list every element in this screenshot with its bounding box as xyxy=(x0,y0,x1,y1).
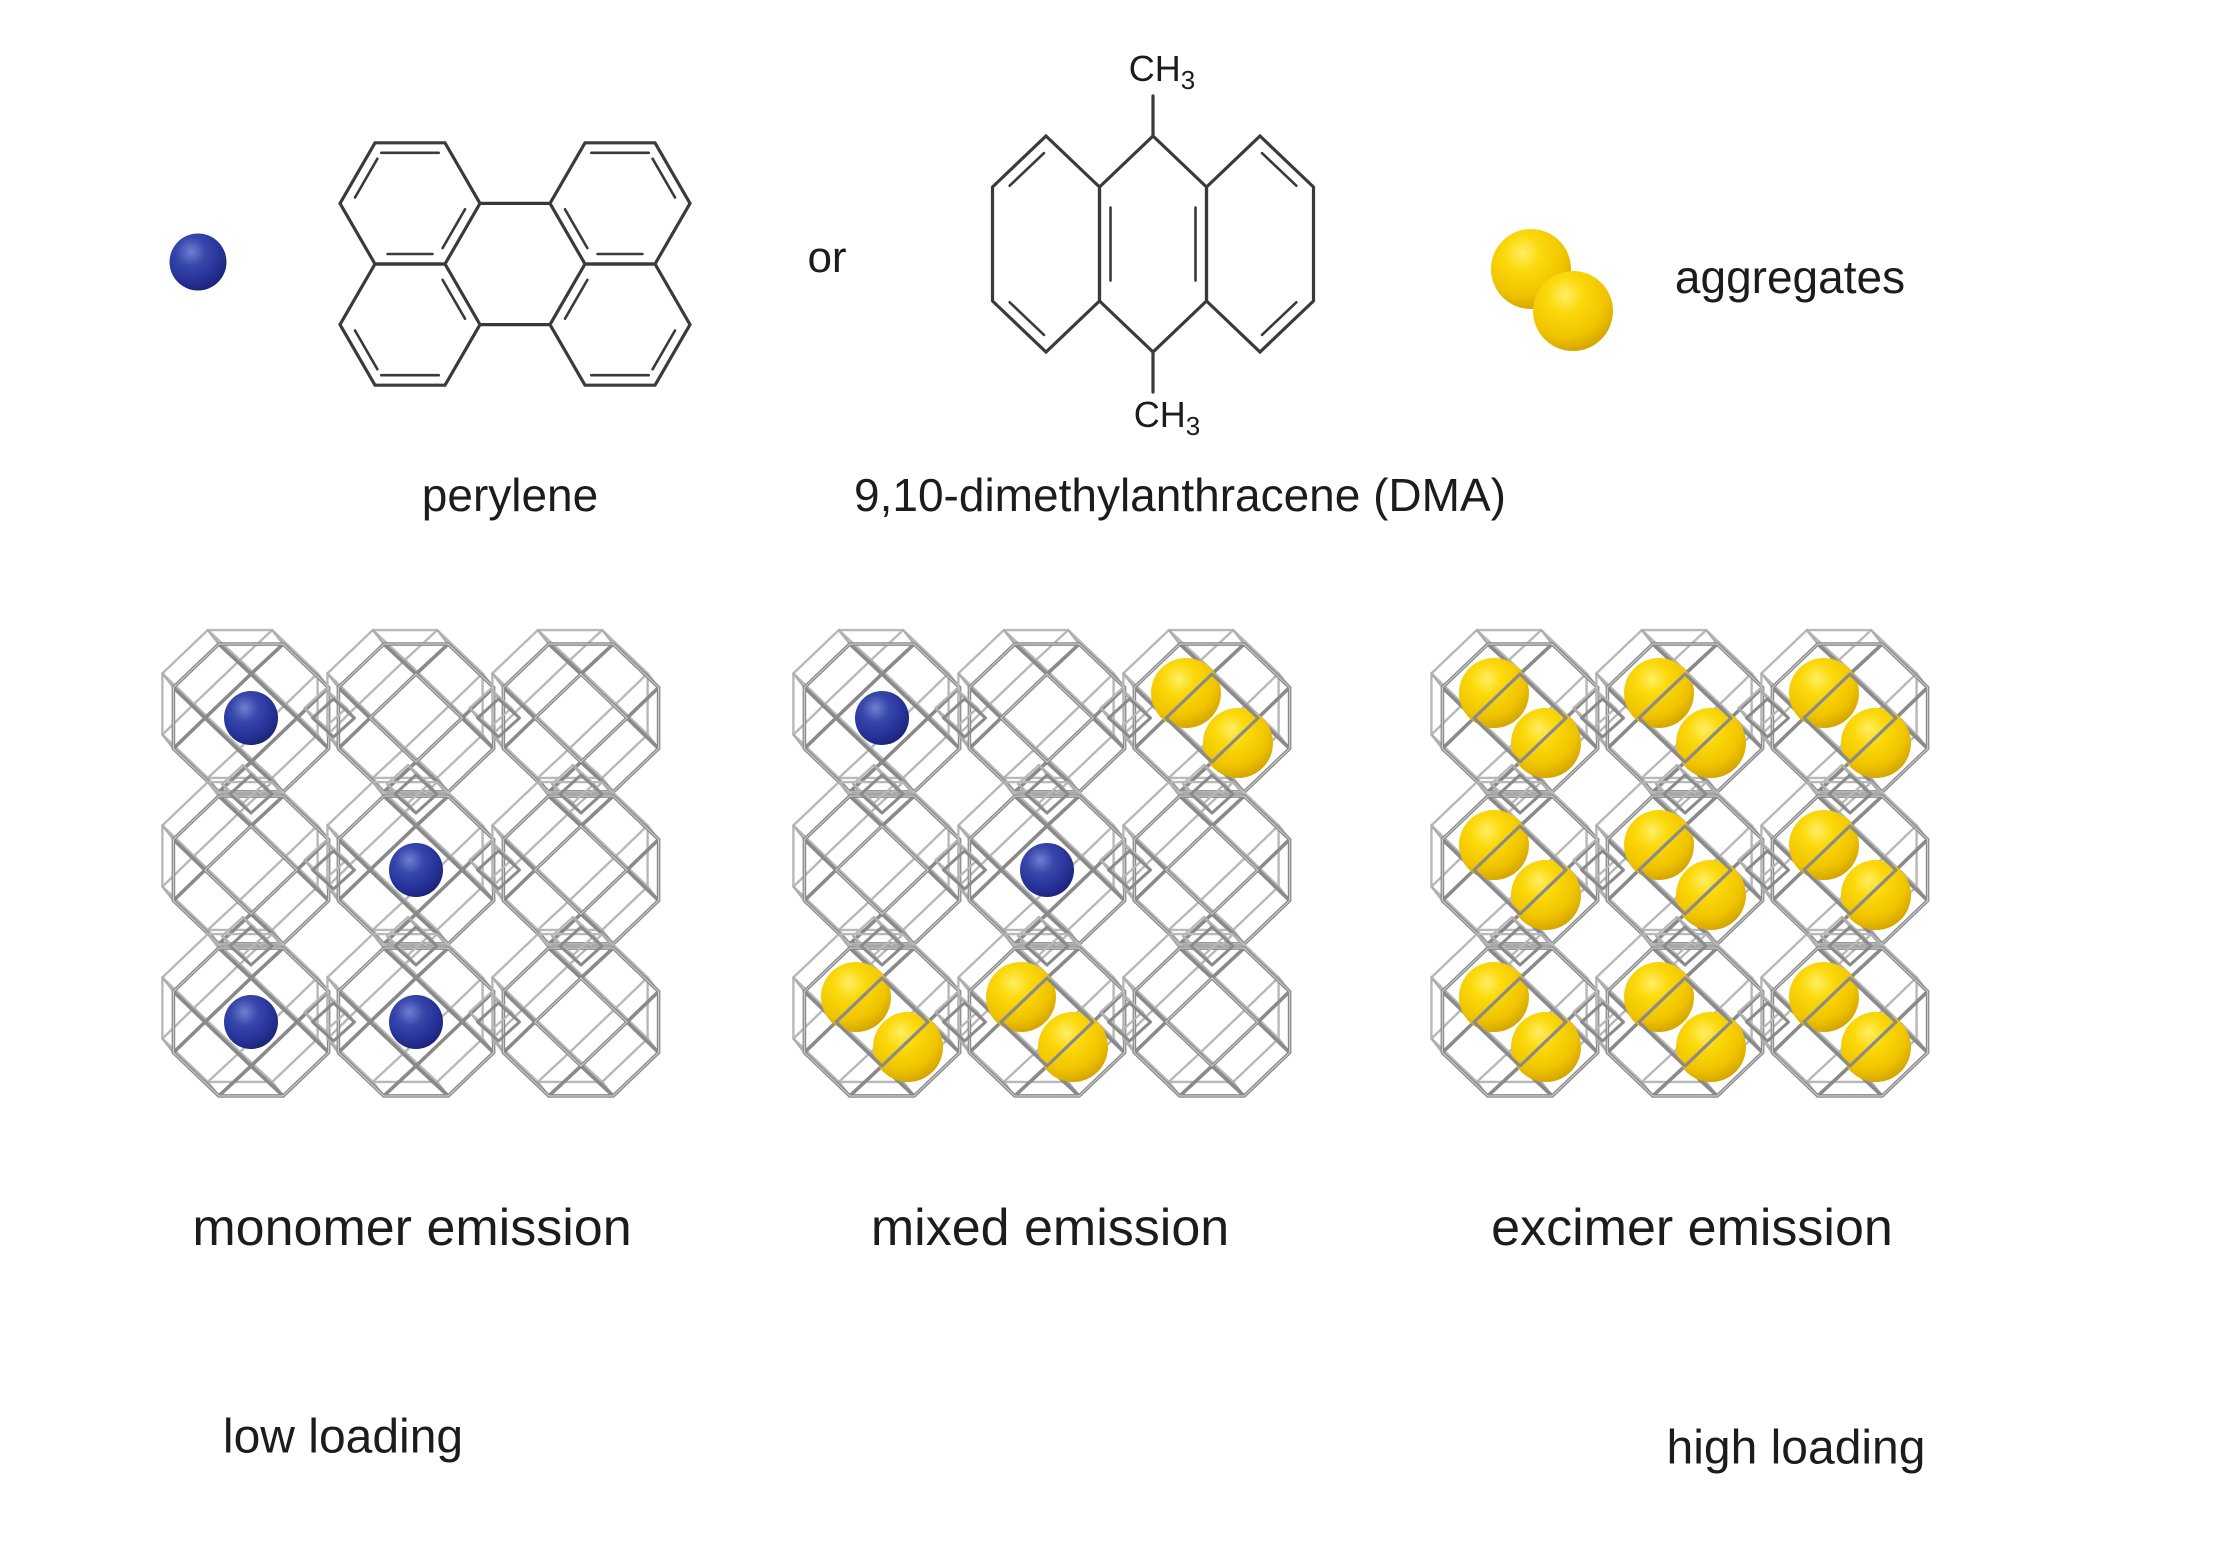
monomer-sphere xyxy=(1020,843,1074,897)
aggregate-sphere-back xyxy=(1789,962,1859,1032)
monomer-sphere xyxy=(224,691,278,745)
aggregate-sphere-back xyxy=(1459,962,1529,1032)
aggregate-dimer-icon xyxy=(1491,229,1613,351)
aggregate-sphere-back xyxy=(1624,810,1694,880)
aggregate-sphere-front xyxy=(1841,1012,1911,1082)
aggregate-sphere-back xyxy=(1789,658,1859,728)
monomer-sphere xyxy=(855,691,909,745)
aggregate-sphere-front xyxy=(1511,708,1581,778)
monomer-sphere xyxy=(389,843,443,897)
high-loading-label: high loading xyxy=(1666,1421,1926,1475)
aggregate-sphere-back xyxy=(1624,962,1694,1032)
aggregate-sphere-back xyxy=(1151,658,1221,728)
aggregate-sphere-front xyxy=(1676,708,1746,778)
low-loading-label: low loading xyxy=(222,1410,464,1464)
aggregate-sphere-front xyxy=(873,1012,943,1082)
aggregate-sphere-front xyxy=(1038,1012,1108,1082)
aggregate-sphere-back xyxy=(1459,810,1529,880)
dma-structure xyxy=(990,94,1316,394)
aggregates-label: aggregates xyxy=(1674,251,1906,303)
aggregate-sphere-back xyxy=(821,962,891,1032)
perylene-structure xyxy=(338,141,692,387)
zeolite-framework-mixed xyxy=(792,628,1292,1098)
mixed-emission-label: mixed emission xyxy=(870,1199,1230,1257)
perylene-double-bonds xyxy=(353,151,677,377)
aggregate-sphere-front xyxy=(1676,860,1746,930)
monomer-sphere xyxy=(224,995,278,1049)
monomer-emission-label: monomer emission xyxy=(192,1199,632,1257)
perylene-label: perylene xyxy=(421,469,599,521)
methyl-label-bottom: CH3 xyxy=(1133,393,1201,442)
zeolite-framework-excimer xyxy=(1430,628,1930,1098)
excimer-emission-label: excimer emission xyxy=(1491,1199,1893,1257)
aggregate-sphere-back xyxy=(1624,658,1694,728)
monomer-sphere-icon xyxy=(169,233,227,291)
or-label: or xyxy=(807,233,847,282)
aggregate-sphere-back xyxy=(986,962,1056,1032)
zeolite-framework-monomer xyxy=(161,628,661,1098)
monomer-sphere xyxy=(389,995,443,1049)
aggregate-sphere-front xyxy=(1841,860,1911,930)
aggregate-sphere-front xyxy=(1676,1012,1746,1082)
aggregate-sphere-back xyxy=(1459,658,1529,728)
dma-label: 9,10-dimethylanthracene (DMA) xyxy=(854,469,1506,521)
aggregate-sphere-front xyxy=(1841,708,1911,778)
aggregate-sphere-front xyxy=(1203,708,1273,778)
dma-double-bonds xyxy=(1008,151,1298,337)
aggregate-sphere-back xyxy=(1789,810,1859,880)
aggregate-sphere-front xyxy=(1511,1012,1581,1082)
aggregate-sphere-front xyxy=(1511,860,1581,930)
methyl-label-top: CH3 xyxy=(1128,47,1196,96)
